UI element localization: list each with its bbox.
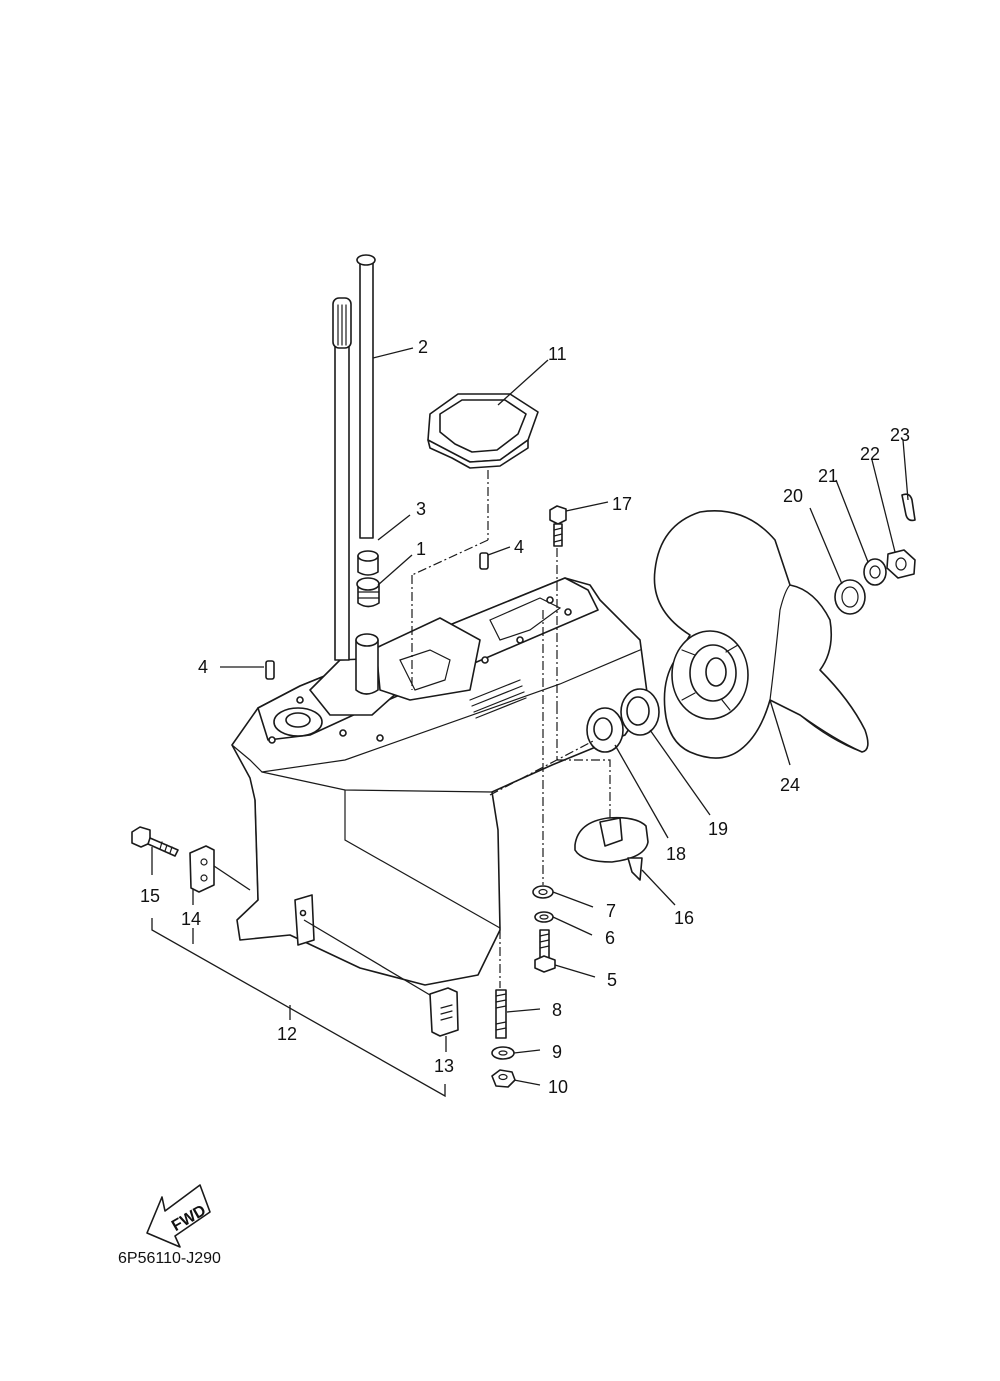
callout-8: 8 (552, 1000, 562, 1020)
washer-9 (491, 1046, 515, 1060)
shaft-housing (355, 639, 379, 695)
callout-4-left: 4 (198, 657, 208, 677)
callout-9: 9 (552, 1042, 562, 1062)
grommet-3 (357, 550, 379, 576)
washer-21 (863, 558, 887, 586)
callout-4-right: 4 (514, 537, 524, 557)
callout-18: 18 (666, 844, 686, 864)
water-tube-2 (356, 254, 376, 539)
spacer-18 (586, 707, 624, 753)
callout-10: 10 (548, 1077, 568, 1097)
leader-lines (151, 347, 909, 1098)
nut-10 (491, 1069, 516, 1088)
callout-11: 11 (548, 344, 567, 364)
callout-20: 20 (783, 486, 803, 506)
callout-numbers: 1 2 3 4 4 5 6 7 8 9 10 11 12 13 14 15 16… (140, 337, 910, 1097)
callout-1: 1 (416, 539, 426, 559)
bolt-17 (549, 505, 567, 547)
callout-16: 16 (674, 908, 694, 928)
callout-19: 19 (708, 819, 728, 839)
diagram-code: 6P56110-J290 (118, 1250, 221, 1267)
callout-5: 5 (607, 970, 617, 990)
callout-22: 22 (860, 444, 880, 464)
shaft-housing-top (355, 633, 379, 647)
bolt-15 (131, 826, 179, 857)
callout-2: 2 (418, 337, 428, 357)
propeller-24 (653, 510, 869, 759)
spacer-20 (834, 579, 866, 615)
thrust-washer-19 (620, 688, 660, 736)
dowel-pin-4-right (479, 552, 489, 570)
seal-1 (356, 577, 380, 608)
gasket-11 (427, 393, 539, 469)
callout-3: 3 (416, 499, 426, 519)
callout-6: 6 (605, 928, 615, 948)
washer-7 (532, 885, 554, 899)
cotter-pin-23 (901, 493, 916, 522)
callout-14: 14 (181, 909, 201, 929)
callout-15: 15 (140, 886, 160, 906)
drive-shaft (332, 297, 352, 661)
stud-bolt-8 (495, 989, 507, 1039)
callout-23: 23 (890, 425, 910, 445)
nut-22 (886, 549, 916, 579)
callout-21: 21 (818, 466, 838, 486)
bolt-5 (534, 929, 556, 973)
assembly-guide-lines (411, 470, 611, 988)
washer-6 (534, 911, 554, 923)
lower-casing (231, 577, 649, 986)
anode-13 (429, 987, 459, 1037)
fwd-arrow: FWD (146, 1184, 211, 1248)
dowel-pin-4-left (265, 660, 275, 680)
callout-13: 13 (434, 1056, 454, 1076)
anode-16 (574, 816, 649, 881)
callout-17: 17 (612, 494, 632, 514)
callout-24: 24 (780, 775, 800, 795)
callout-7: 7 (606, 901, 616, 921)
anode-14 (189, 845, 215, 893)
callout-12: 12 (277, 1024, 297, 1044)
